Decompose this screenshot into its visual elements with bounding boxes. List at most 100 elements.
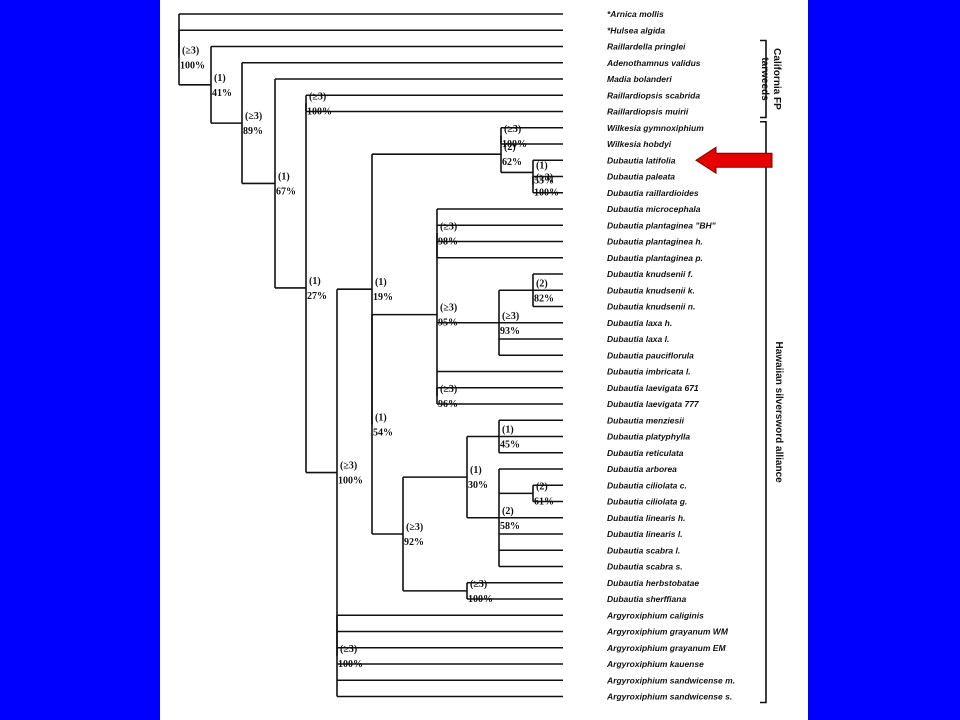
decay-index: (1) (502, 425, 514, 436)
decay-index: (≥3) (440, 303, 457, 314)
bootstrap-support: 96% (438, 399, 458, 410)
bootstrap-support: 93% (500, 326, 520, 337)
bootstrap-support: 100% (534, 188, 559, 199)
taxon-label: *Arnica mollis (607, 9, 664, 19)
bootstrap-support: 95% (438, 318, 458, 329)
bootstrap-support: 27% (307, 291, 327, 302)
taxon-label: Dubautia paleata (607, 172, 675, 182)
decay-index: (≥3) (340, 461, 357, 472)
taxon-label: Wilkesia hobdyi (607, 139, 672, 149)
decay-index: (≥3) (245, 111, 262, 122)
group-bracket (760, 39, 767, 119)
decay-index: (2) (502, 506, 514, 517)
decay-index: (2) (504, 142, 516, 153)
bootstrap-support: 61% (534, 496, 554, 507)
bootstrap-support: 67% (276, 186, 296, 197)
decay-index: (≥3) (504, 124, 521, 135)
group-label: California FPtarweeds (759, 48, 782, 110)
bootstrap-support: 98% (438, 236, 458, 247)
taxon-label: Argyroxiphium sandwicense m. (606, 675, 735, 685)
bootstrap-support: 100% (338, 659, 363, 670)
taxon-label: Dubautia imbricata l. (607, 367, 691, 377)
phylogenetic-tree: (≥3) 100% (≥3) 100% (≥3) 100% (1) 53% (2) 62% (≥3)… (178, 9, 784, 704)
taxon-label: Dubautia reticulata (607, 448, 684, 458)
decay-index: (≥3) (470, 579, 487, 590)
taxon-label: Wilkesia gymnoxiphium (607, 123, 704, 133)
taxon-label: Dubautia raillardioides (607, 188, 699, 198)
taxon-label: Dubautia arborea (607, 464, 677, 474)
taxon-label: Dubautia plantaginea "BH" (607, 220, 717, 230)
taxon-label: Dubautia menziesii (607, 415, 685, 425)
bootstrap-support: 41% (212, 88, 232, 99)
taxon-label: Dubautia plantaginea p. (607, 253, 703, 263)
decay-index: (≥3) (440, 221, 457, 232)
decay-index: (≥3) (406, 522, 423, 533)
taxon-label: Raillardella pringlei (607, 42, 686, 52)
left-arrow-icon (695, 146, 773, 175)
taxon-label: Dubautia knudsenii f. (607, 269, 693, 279)
bootstrap-support: 92% (404, 537, 424, 548)
decay-index: (1) (214, 73, 226, 84)
taxon-label: Dubautia laevigata 777 (607, 399, 700, 409)
bootstrap-support: 58% (500, 521, 520, 532)
taxon-label: *Hulsea algida (607, 25, 665, 35)
taxon-label: Dubautia microcephala (607, 204, 701, 214)
decay-index: (≥3) (536, 173, 553, 184)
decay-index: (1) (536, 160, 548, 171)
figure-panel: (≥3) 100% (≥3) 100% (≥3) 100% (1) 53% (2) 62% (≥3)… (160, 0, 808, 720)
taxon-label: Dubautia linearis h. (607, 513, 685, 523)
bootstrap-support: 30% (468, 480, 488, 491)
decay-index: (≥3) (440, 384, 457, 395)
decay-index: (1) (309, 276, 321, 287)
decay-index: (≥3) (182, 46, 199, 57)
taxon-label: Dubautia ciliolata c. (607, 480, 687, 490)
group-bracket (760, 120, 767, 704)
decay-index: (1) (278, 171, 290, 182)
decay-index: (≥3) (340, 644, 357, 655)
taxon-label: Dubautia platyphylla (607, 432, 690, 442)
bootstrap-support: 89% (243, 126, 263, 137)
bootstrap-support: 62% (502, 157, 522, 168)
decay-index: (1) (375, 277, 387, 288)
bootstrap-support: 100% (338, 476, 363, 487)
decay-index: (1) (470, 465, 482, 476)
bootstrap-support: 82% (534, 293, 554, 304)
taxon-label: Raillardiopsis scabrida (607, 90, 700, 100)
bootstrap-support: 100% (468, 594, 493, 605)
bootstrap-support: 54% (373, 427, 393, 438)
taxon-label: Dubautia plantaginea h. (607, 237, 703, 247)
bootstrap-support: 53% (534, 175, 554, 186)
bootstrap-support: 45% (500, 440, 520, 451)
taxon-label: Dubautia scabra s. (607, 562, 683, 572)
taxon-label: Dubautia latifolia (607, 155, 676, 165)
bootstrap-support: 100% (502, 139, 527, 150)
taxon-label: Dubautia scabra l. (607, 545, 680, 555)
taxon-label: Argyroxiphium grayanum WM (606, 627, 729, 637)
decay-index: (2) (536, 278, 548, 289)
taxon-label: Dubautia laxa h. (607, 318, 672, 328)
decay-index: (2) (536, 481, 548, 492)
taxon-label: Dubautia knudsenii n. (607, 302, 695, 312)
taxon-label: Dubautia linearis l. (607, 529, 683, 539)
group-label: Hawaiian silversword alliance (773, 342, 784, 484)
bootstrap-support: 19% (373, 292, 393, 303)
bootstrap-support: 100% (307, 106, 332, 117)
taxon-label: Dubautia pauciflorula (607, 350, 694, 360)
taxon-label: Argyroxiphium grayanum EM (606, 643, 726, 653)
bootstrap-support: 100% (180, 61, 205, 72)
decay-index: (1) (375, 412, 387, 423)
taxon-label: Dubautia knudsenii k. (607, 285, 695, 295)
decay-index: (≥3) (309, 91, 326, 102)
taxon-label: Argyroxiphium caliginis (606, 610, 704, 620)
taxon-label: Argyroxiphium kauense (606, 659, 704, 669)
taxon-label: Dubautia laevigata 671 (607, 383, 699, 393)
taxon-label: Raillardiopsis muirii (607, 107, 689, 117)
taxon-label: Dubautia herbstobatae (607, 578, 699, 588)
taxon-label: Dubautia sherffiana (607, 594, 686, 604)
decay-index: (≥3) (502, 311, 519, 322)
taxon-label: Argyroxiphium sandwicense s. (606, 692, 732, 702)
taxon-label: Adenothamnus validus (606, 58, 701, 68)
taxon-label: Dubautia ciliolata g. (607, 497, 687, 507)
taxon-label: Madia bolanderi (607, 74, 672, 84)
taxon-label: Dubautia laxa l. (607, 334, 669, 344)
